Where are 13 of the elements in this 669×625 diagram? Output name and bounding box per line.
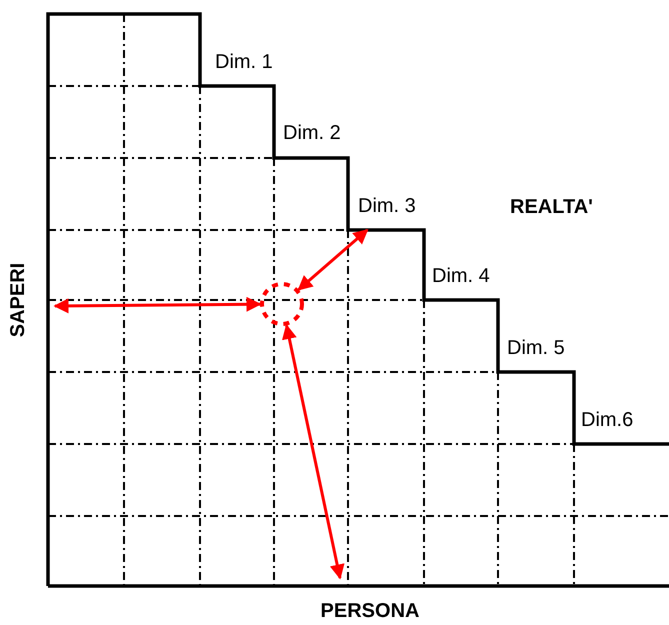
arrow <box>297 228 368 291</box>
step-label: Dim.6 <box>581 410 634 430</box>
arrow <box>282 324 345 580</box>
axis-label: SAPERI <box>8 262 28 338</box>
step-label: Dim. 5 <box>507 338 565 358</box>
step-label: Dim. 4 <box>432 266 490 286</box>
step-label: Dim. 1 <box>215 52 273 72</box>
dashed-circle <box>260 282 304 326</box>
axis-label: PERSONA <box>320 601 420 621</box>
step-label: Dim. 3 <box>358 196 416 216</box>
step-label: Dim. 2 <box>283 123 341 143</box>
region-label: REALTA' <box>510 197 593 217</box>
arrow <box>54 296 262 314</box>
